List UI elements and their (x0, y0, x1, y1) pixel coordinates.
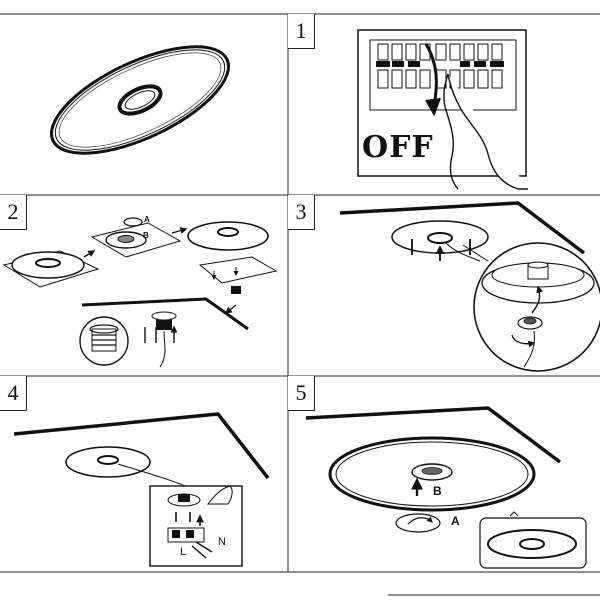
step-number: 2 (0, 195, 27, 230)
label-b: B (433, 484, 442, 498)
base-attach-illustration (339, 201, 600, 372)
cover-attach-illustration (305, 406, 587, 569)
panel-step-5: 5 B A (288, 376, 600, 572)
panel-step-3: 3 (288, 195, 600, 376)
panel-product (0, 14, 288, 195)
mounting-steps-illustration (2, 217, 278, 368)
wire-l-label: L (180, 546, 187, 558)
step-number: 4 (0, 376, 27, 411)
panel-step-4: 4 L N (0, 376, 288, 572)
panel-step-2: 2 (0, 195, 288, 376)
label-b: B (143, 231, 149, 240)
label-a: A (144, 215, 150, 224)
label-a: A (451, 514, 460, 528)
panel-step-1: 1 OFF (288, 14, 600, 195)
off-label: OFF (362, 130, 434, 165)
wire-n-label: N (218, 536, 226, 548)
step-number: 5 (288, 376, 315, 411)
step-number: 1 (288, 14, 315, 49)
breaker-box-illustration (357, 29, 528, 190)
ceiling-light-illustration (50, 45, 230, 155)
step-number: 3 (288, 195, 315, 230)
wiring-illustration (13, 412, 270, 567)
